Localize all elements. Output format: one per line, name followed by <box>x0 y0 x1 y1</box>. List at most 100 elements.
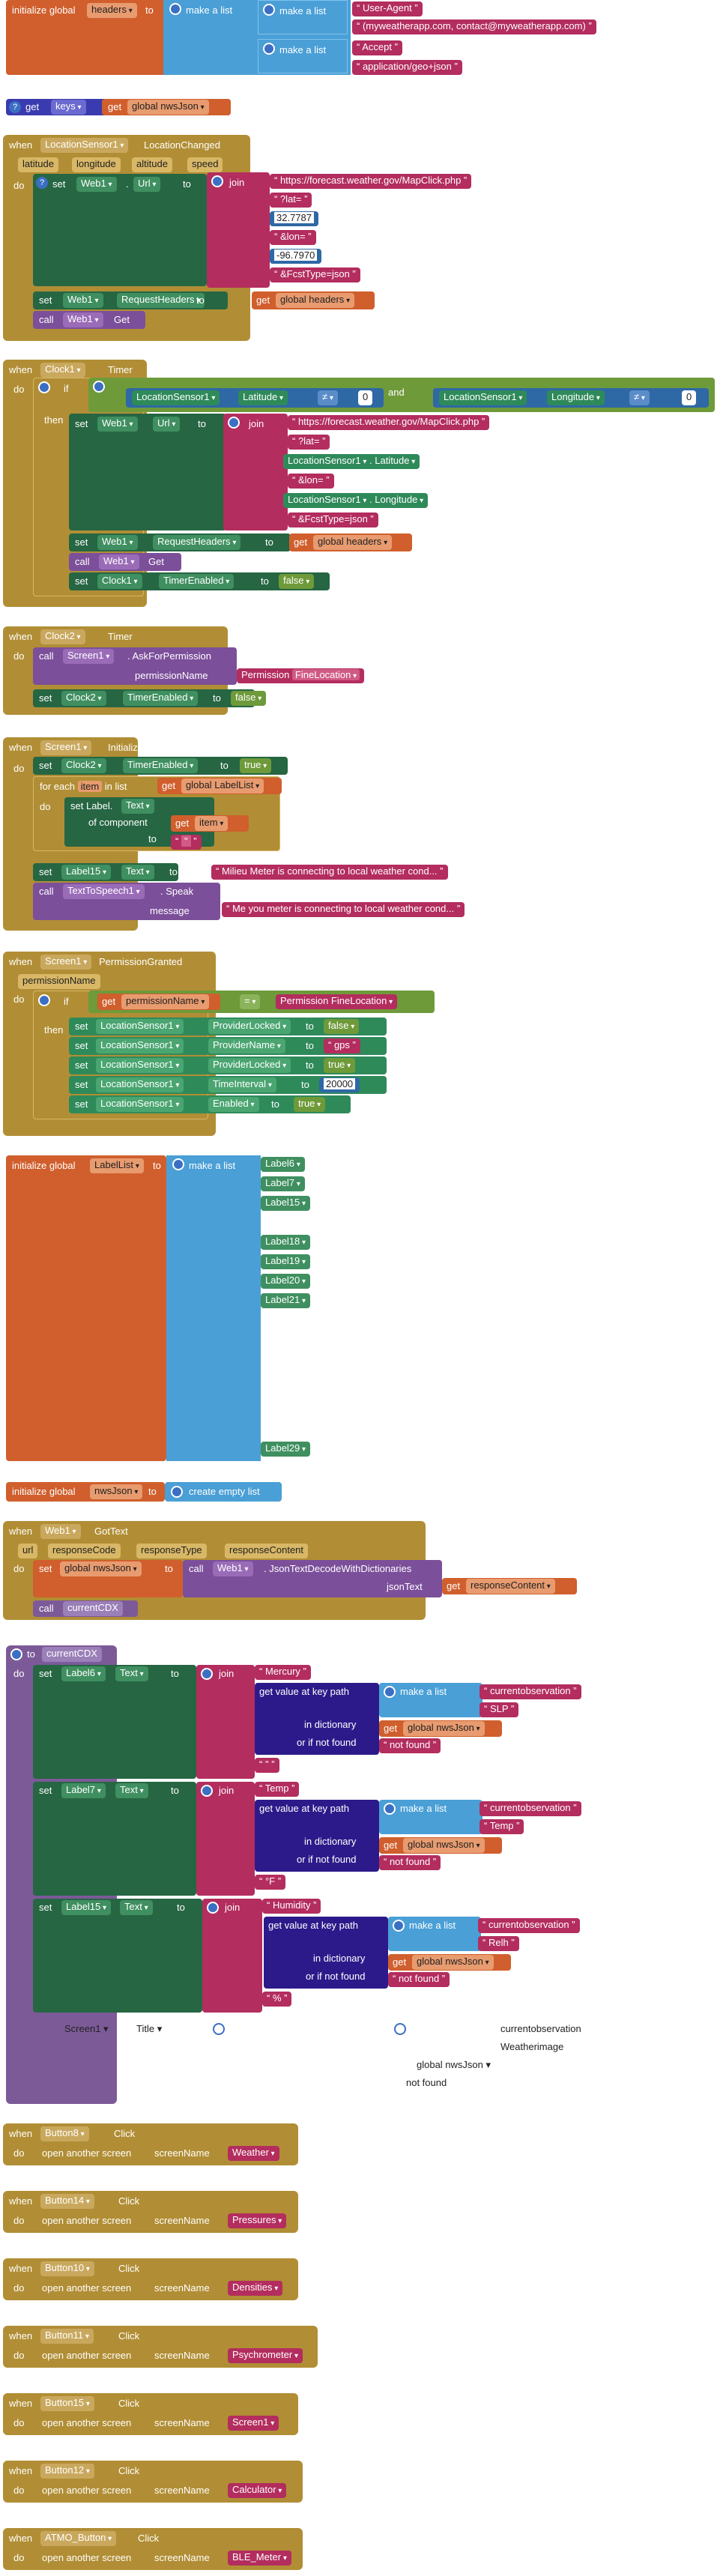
button14-click-event[interactable]: when Button14 Click do open another scre… <box>3 2191 298 2233</box>
string-not-found[interactable]: “ not found ” <box>379 1738 441 1753</box>
var-dropdown[interactable]: global nwsJson <box>127 100 209 115</box>
clock-dropdown[interactable]: Clock2 <box>61 758 106 773</box>
param-speed[interactable]: speed <box>187 157 223 172</box>
sensor-dropdown[interactable]: LocationSensor1 <box>439 390 527 405</box>
sensor-dropdown[interactable]: LocationSensor1 <box>96 1097 184 1112</box>
number-zero[interactable]: 0 <box>358 390 373 405</box>
stray-dict[interactable]: global nwsJson ▾ <box>417 2059 491 2070</box>
text-property[interactable]: Text <box>121 865 154 880</box>
stray-key[interactable]: Weatherimage <box>500 2041 564 2052</box>
clock-dropdown[interactable]: Clock1 <box>97 574 142 589</box>
inner-make-list-2[interactable]: make a list <box>258 39 348 73</box>
neq-compare-lon[interactable]: LocationSensor1 Longitude ≠ 0 <box>433 388 709 408</box>
keys-dropdown[interactable]: keys <box>51 100 86 115</box>
web-dropdown[interactable]: Web1 <box>63 293 103 308</box>
button-dropdown[interactable]: Button14 <box>40 2194 94 2209</box>
gear-icon[interactable] <box>201 1785 213 1797</box>
join-block-row3[interactable]: join <box>202 1899 262 2013</box>
get-global-labellist[interactable]: get global LabelList <box>157 778 282 794</box>
set-requestheaders-block-2[interactable]: set Web1 RequestHeaders to <box>69 533 291 551</box>
stray-screen[interactable]: Screen1 ▾ <box>64 2023 109 2034</box>
get-value-at-key-path-3[interactable]: get value at key path in dictionary or i… <box>264 1917 388 1989</box>
longitude-property[interactable]: Longitude <box>547 390 605 405</box>
button11-click-event[interactable]: when Button11 Click do open another scre… <box>3 2326 318 2368</box>
false-value[interactable]: false <box>231 691 267 706</box>
set-global-nwsjson[interactable]: set global nwsJson to <box>33 1560 183 1597</box>
set-label6-text[interactable]: set Label6 Text to <box>33 1665 196 1779</box>
component-dropdown[interactable]: LocationSensor1 <box>40 138 129 153</box>
get-permissionname[interactable]: get permissionName <box>97 994 220 1010</box>
string-not-found[interactable]: “ not found ” <box>388 1972 450 1987</box>
call-askforpermission[interactable]: call Screen1 . AskForPermission permissi… <box>33 647 237 685</box>
label-item[interactable]: Label29 <box>261 1442 311 1457</box>
screen-dropdown[interactable]: Calculator <box>228 2483 287 2498</box>
var-dropdown[interactable]: global LabelList <box>181 778 264 793</box>
property-dropdown[interactable]: ProviderName <box>208 1038 285 1053</box>
call-web-get[interactable]: call Web1 Get <box>33 311 145 329</box>
join-block[interactable]: join <box>207 172 270 288</box>
call-json-decode[interactable]: call Web1 . JsonTextDecodeWithDictionari… <box>183 1560 442 1597</box>
gear-icon[interactable] <box>213 2023 225 2035</box>
param-url[interactable]: url <box>18 1544 38 1558</box>
string-geojson[interactable]: “ application/geo+json ” <box>352 60 462 75</box>
web-dropdown[interactable]: Web1 <box>213 1561 253 1576</box>
string-suffix[interactable]: “ " ” <box>255 1758 279 1773</box>
var-dropdown[interactable]: global nwsJson <box>412 1955 494 1970</box>
url-property[interactable]: Url <box>133 177 161 192</box>
string-suffix[interactable]: “ °F ” <box>255 1875 286 1890</box>
param-responsecode[interactable]: responseCode <box>48 1544 121 1558</box>
sensor-longitude-getter[interactable]: LocationSensor1 . Longitude <box>283 493 429 508</box>
string-accept[interactable]: “ Accept ” <box>352 40 402 55</box>
string-url[interactable]: “ https://forecast.weather.gov/MapClick.… <box>288 415 490 430</box>
string-lon-q[interactable]: “ &lon= ” <box>270 230 316 245</box>
label-item[interactable]: Label18 <box>261 1235 311 1250</box>
var-dropdown[interactable]: item <box>195 816 229 831</box>
web-dropdown[interactable]: Web1 <box>63 312 103 327</box>
create-empty-list[interactable]: create empty list <box>165 1482 282 1502</box>
number-interval[interactable]: 20000 <box>319 1077 360 1092</box>
gear-icon[interactable] <box>38 381 50 393</box>
gear-icon[interactable] <box>201 1668 213 1680</box>
string-key2[interactable]: “ SLP ” <box>479 1702 519 1717</box>
button-dropdown[interactable]: ATMO_Button <box>40 2531 117 2546</box>
string-fcst[interactable]: “ &FcstType=json ” <box>288 513 378 527</box>
string-meyou-msg[interactable]: “ Me you meter is connecting to local we… <box>222 902 465 917</box>
init-nwsjson-block[interactable]: initialize global nwsJson to <box>6 1482 165 1502</box>
button10-click-event[interactable]: when Button10 Click do open another scre… <box>3 2258 298 2300</box>
inner-make-list-1[interactable]: make a list <box>258 0 348 34</box>
string-key1[interactable]: “ currentobservation ” <box>478 1918 580 1933</box>
get-responsecontent[interactable]: get responseContent <box>442 1578 577 1594</box>
screen-dropdown[interactable]: BLE_Meter <box>228 2551 291 2566</box>
label-dropdown[interactable]: Label15 <box>61 865 112 880</box>
screen-dropdown[interactable]: Psychrometer <box>228 2348 303 2363</box>
value[interactable]: true <box>324 1058 356 1073</box>
gear-icon[interactable] <box>384 1686 396 1698</box>
gear-icon[interactable] <box>394 2023 406 2035</box>
set-url-block[interactable]: ? set Web1 . Url to <box>33 174 207 286</box>
get-value-at-key-path-2[interactable]: get value at key path in dictionary or i… <box>255 1800 379 1872</box>
component-dropdown[interactable]: Clock2 <box>40 629 85 644</box>
string-gps[interactable]: “ gps ” <box>324 1038 360 1053</box>
atmo-button-click-event[interactable]: when ATMO_Button Click do open another s… <box>3 2528 303 2570</box>
neq-operator[interactable]: ≠ <box>629 390 650 405</box>
gear-icon[interactable] <box>263 43 275 55</box>
number-zero[interactable]: 0 <box>682 390 697 405</box>
screen-dropdown[interactable]: Screen1 <box>228 2416 279 2431</box>
set-label15-text-2[interactable]: set Label15 Text to <box>33 1899 202 2013</box>
property-dropdown[interactable]: ProviderLocked <box>208 1019 291 1034</box>
text-property[interactable]: Text <box>115 1666 148 1681</box>
component-dropdown[interactable]: Screen1 <box>40 955 92 970</box>
string-key1[interactable]: “ currentobservation ” <box>479 1684 581 1699</box>
string-mercury[interactable]: “ Mercury ” <box>255 1665 311 1680</box>
button12-click-event[interactable]: when Button12 Click do open another scre… <box>3 2461 303 2503</box>
join-block-row2[interactable]: join <box>196 1782 255 1896</box>
get-global-nwsjson[interactable]: get global nwsJson <box>102 99 231 115</box>
label-dropdown[interactable]: Label15 <box>61 1900 112 1915</box>
empty-string[interactable]: “ " ” <box>171 835 202 850</box>
gear-icon[interactable] <box>93 381 105 393</box>
string-key2[interactable]: “ Temp ” <box>479 1819 524 1834</box>
set-clock1-timerenabled[interactable]: set Clock1 TimerEnabled to false <box>69 572 330 590</box>
set-providername-gps[interactable]: set LocationSensor1 ProviderName to “ gp… <box>69 1037 387 1055</box>
url-property[interactable]: Url <box>153 417 181 432</box>
gear-icon[interactable] <box>10 1648 22 1660</box>
